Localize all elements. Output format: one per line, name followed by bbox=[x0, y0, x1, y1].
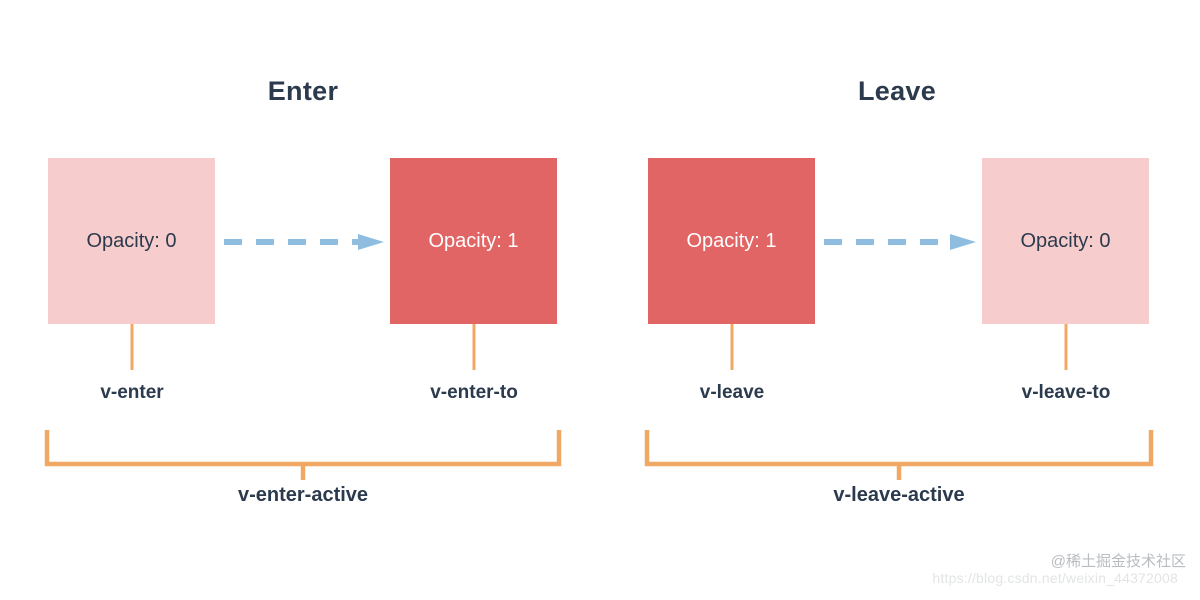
section-title-enter: Enter bbox=[267, 76, 339, 106]
active-bracket-leave bbox=[644, 428, 1154, 480]
state-box-label: Opacity: 1 bbox=[686, 229, 777, 252]
phase-label-v-enter-to: v-enter-to bbox=[430, 382, 518, 403]
section-title-leave: Leave bbox=[857, 76, 937, 106]
connector-stem-enter-from bbox=[130, 324, 134, 370]
transition-arrow-leave bbox=[824, 234, 976, 250]
active-bracket-enter bbox=[44, 428, 562, 480]
state-box-label: Opacity: 1 bbox=[428, 229, 519, 252]
transition-arrow-enter bbox=[224, 234, 384, 250]
active-label-enter: v-enter-active bbox=[237, 484, 369, 506]
connector-stem-leave-from bbox=[730, 324, 734, 370]
watermark-url: https://blog.csdn.net/weixin_44372008 bbox=[932, 570, 1178, 586]
state-box-leave-from: Opacity: 1 bbox=[648, 158, 815, 324]
state-box-enter-to: Opacity: 1 bbox=[390, 158, 557, 324]
watermark-brand: @稀土掘金技术社区 bbox=[1050, 553, 1186, 570]
phase-label-v-leave-to: v-leave-to bbox=[1021, 382, 1111, 403]
phase-label-v-enter: v-enter bbox=[100, 382, 164, 403]
state-box-label: Opacity: 0 bbox=[86, 229, 177, 252]
state-box-enter-from: Opacity: 0 bbox=[48, 158, 215, 324]
phase-label-v-leave: v-leave bbox=[699, 382, 765, 403]
connector-stem-leave-to bbox=[1064, 324, 1068, 370]
state-box-label: Opacity: 0 bbox=[1020, 229, 1111, 252]
active-label-leave: v-leave-active bbox=[833, 484, 965, 506]
state-box-leave-to: Opacity: 0 bbox=[982, 158, 1149, 324]
connector-stem-enter-to bbox=[472, 324, 476, 370]
